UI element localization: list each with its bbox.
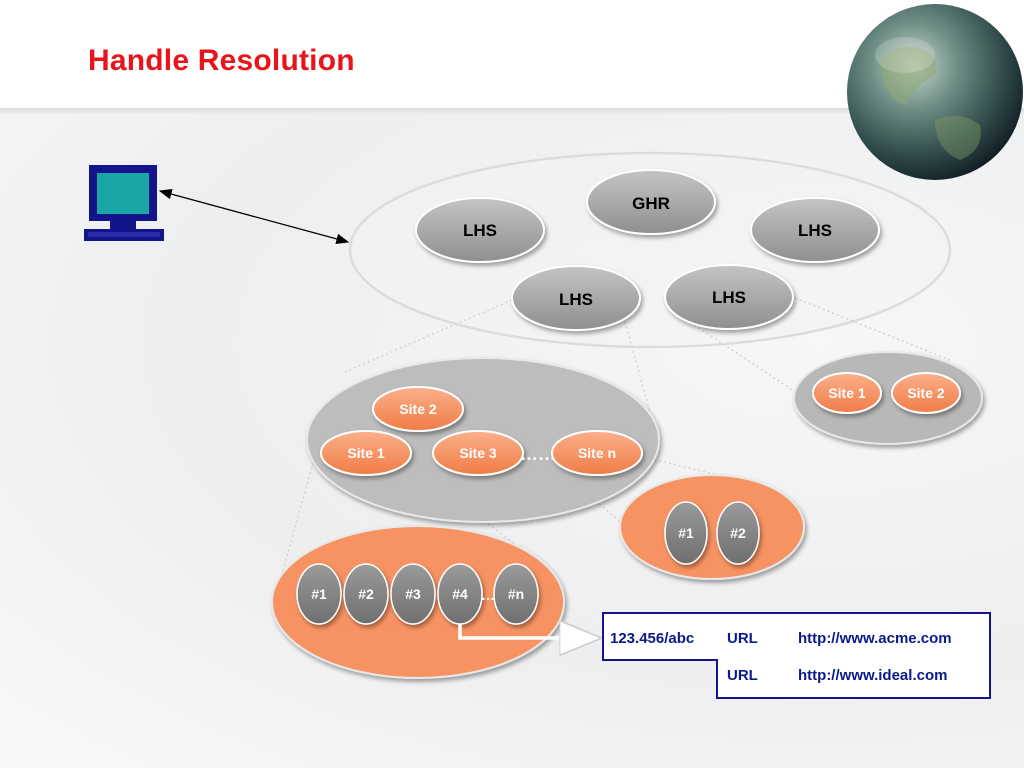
server-node[interactable]: #2 xyxy=(343,563,389,625)
computer-monitor-icon xyxy=(84,165,164,241)
handle-record-table: 123.456/abc URL http://www.acme.com URL … xyxy=(602,612,991,699)
server-label: #4 xyxy=(452,586,468,602)
server-node[interactable]: #1 xyxy=(664,501,708,565)
record-type: URL xyxy=(727,667,758,684)
ghr-node[interactable]: GHR xyxy=(586,169,716,235)
lhs-label: LHS xyxy=(798,221,832,240)
sites-ellipsis: …… xyxy=(520,444,556,464)
site-label: Site 2 xyxy=(399,401,437,417)
client-to-ghr-arrow xyxy=(158,189,350,244)
server-label: #1 xyxy=(678,525,694,541)
site-label: Site 3 xyxy=(459,445,497,461)
server-node[interactable]: #3 xyxy=(390,563,436,625)
lhs-node-top-right[interactable]: LHS xyxy=(750,197,880,263)
lhs-node-bottom-right[interactable]: LHS xyxy=(664,264,794,330)
server-label: #1 xyxy=(311,586,327,602)
site-node-site-3[interactable]: Site 3 xyxy=(432,430,524,476)
server-node[interactable]: #1 xyxy=(296,563,342,625)
server-to-record-arrow xyxy=(458,624,598,638)
site-n-server-cluster xyxy=(619,474,805,580)
server-node[interactable]: #2 xyxy=(716,501,760,565)
record-type: URL xyxy=(727,630,758,647)
server-label: #n xyxy=(508,586,524,602)
servers-ellipsis: … xyxy=(481,587,495,603)
lhs-node-bottom-left[interactable]: LHS xyxy=(511,265,641,331)
record-value: http://www.acme.com xyxy=(798,630,952,647)
server-label: #3 xyxy=(405,586,421,602)
server-label: #2 xyxy=(730,525,746,541)
site-label: Site 1 xyxy=(828,385,866,401)
site-node-site-1[interactable]: Site 1 xyxy=(320,430,412,476)
title-divider xyxy=(0,108,1024,114)
lhs-node-top-left[interactable]: LHS xyxy=(415,197,545,263)
site-node-site-n[interactable]: Site n xyxy=(551,430,643,476)
lhs-label: LHS xyxy=(559,290,593,309)
globe-icon xyxy=(847,4,1023,180)
site-label: Site 2 xyxy=(907,385,945,401)
site-label: Site 1 xyxy=(347,445,385,461)
handle-value: 123.456/abc xyxy=(610,630,694,647)
server-label: #2 xyxy=(358,586,374,602)
server-node[interactable]: #4 xyxy=(437,563,483,625)
site-node-site-2[interactable]: Site 2 xyxy=(372,386,464,432)
ghr-label: GHR xyxy=(632,194,670,213)
remote-site-node-2[interactable]: Site 2 xyxy=(891,372,961,414)
lhs-label: LHS xyxy=(712,288,746,307)
record-value: http://www.ideal.com xyxy=(798,667,947,684)
server-node[interactable]: #n xyxy=(493,563,539,625)
lhs-label: LHS xyxy=(463,221,497,240)
slide-title: Handle Resolution xyxy=(88,44,355,77)
remote-site-node-1[interactable]: Site 1 xyxy=(812,372,882,414)
site-label: Site n xyxy=(578,445,616,461)
